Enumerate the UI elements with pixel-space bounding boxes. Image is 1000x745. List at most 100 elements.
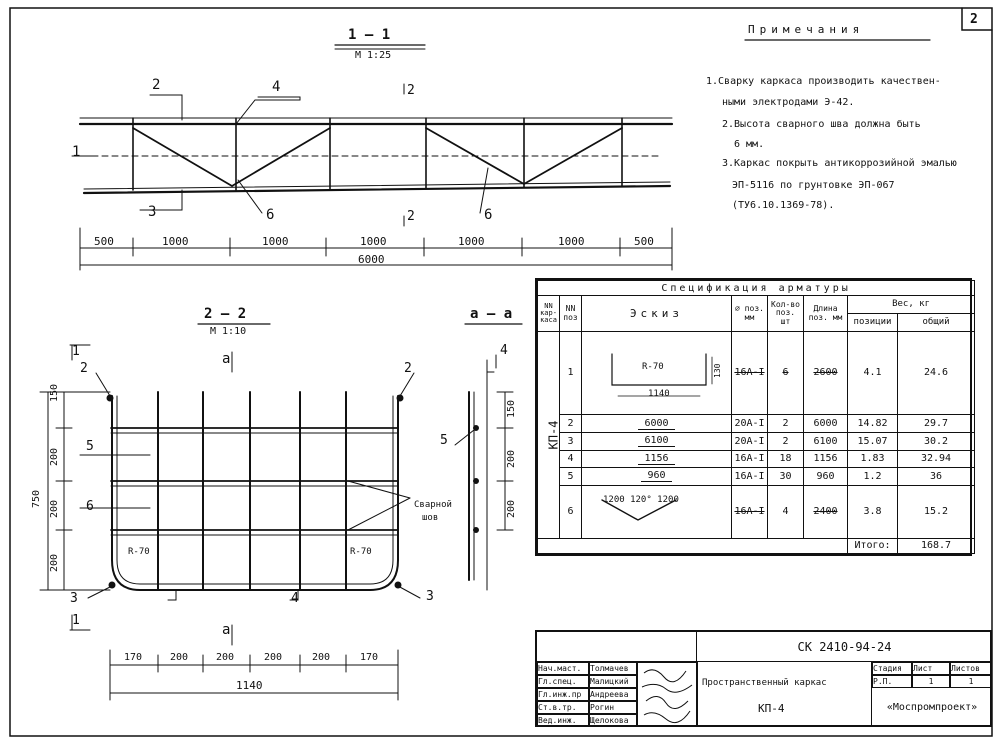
spec-pos: 1 — [559, 330, 582, 416]
note-line-1: ными электродами Э-42. — [722, 97, 855, 108]
section11-dim-4: 1000 — [458, 235, 485, 248]
section22-callout-3-left: 3 — [70, 591, 78, 606]
section11-mark-bottom: 2 — [407, 209, 415, 224]
sectionaa-callout-5: 5 — [440, 433, 448, 448]
section22-hdim-3: 200 — [264, 652, 283, 663]
spec-sketch-cell: 960 — [581, 467, 732, 486]
spec-sketch-cell — [581, 484, 732, 539]
spec-wpos: 15.07 — [847, 431, 898, 451]
section22-radius-left: R-70 — [128, 547, 150, 557]
spec-wtot: 29.7 — [896, 414, 976, 433]
section11-callout-4: 4 — [272, 79, 281, 95]
sectionaa-vdim-1: 200 — [506, 449, 517, 468]
spec-qty: 30 — [767, 467, 804, 486]
spec-h-pos: NN поз — [559, 295, 582, 332]
section11-callout-6b: 6 — [484, 207, 493, 223]
spec-wtot: 24.6 — [896, 330, 976, 416]
spec-sketch-cell: 6100 — [581, 431, 732, 451]
section11-title: 1 – 1 — [348, 27, 391, 43]
spec-h-dia: ⌀ поз. мм — [731, 295, 768, 332]
note-line-4: 3.Каркас покрыть антикоррозийной эмалью — [722, 158, 957, 169]
spec-dia: 16А-I — [731, 484, 768, 539]
section22-hdim-1: 200 — [170, 652, 189, 663]
spec-dia: 20А-I — [731, 414, 768, 433]
spec-dia: 16А-I — [731, 449, 768, 469]
spec-sketch-pos6-label: 1200 120° 1200 — [603, 495, 679, 505]
spec-qty: 2 — [767, 414, 804, 433]
section22-hdim-4: 200 — [312, 652, 331, 663]
spec-h-qty: Кол-во поз. шт — [767, 295, 804, 332]
staff-role: Гл.спец. — [537, 675, 589, 688]
section22-callout-1-top: 1 — [72, 344, 80, 359]
section22-callout-4: 4 — [291, 591, 299, 606]
spec-total-value: 168.7 — [896, 537, 976, 555]
sheet-border — [9, 7, 993, 737]
spec-sketch-cell — [581, 330, 732, 416]
spec-frame-id: КП-4 — [537, 330, 560, 539]
product-name: Пространственный каркас — [702, 678, 827, 688]
spec-h-len: Длина поз. мм — [803, 295, 848, 332]
sectionaa-title: а – а — [470, 306, 513, 322]
title-block: СК 2410-94-24 Нач.маст. Толмачев Гл.спец… — [535, 630, 992, 727]
staff-role: Нач.маст. — [537, 662, 589, 675]
note-line-3: 6 мм. — [734, 139, 765, 150]
section11-callout-2: 2 — [152, 77, 161, 93]
section22-marker-a-top: а — [222, 351, 231, 367]
spec-qty: 2 — [767, 431, 804, 451]
staff-name: Рогин — [589, 701, 637, 714]
section22-callout-3-right: 3 — [426, 589, 434, 604]
section11-dim-3: 1000 — [360, 235, 387, 248]
staff-name: Щелокова — [589, 714, 637, 727]
section11-geometry — [78, 117, 674, 195]
staff-role: Вед.инж. — [537, 714, 589, 727]
note-line-0: 1.Сварку каркаса производить качествен- — [706, 76, 941, 87]
section22-title: 2 – 2 — [204, 306, 247, 322]
spec-h-frame: NN кар-каса — [537, 295, 560, 332]
signature-scribbles — [641, 669, 693, 724]
stage-value: Р.П. — [872, 675, 912, 688]
spec-sketch-pos1-height: 130 — [713, 363, 722, 378]
sheet-value: 1 — [912, 675, 950, 688]
stage-label: Стадия — [872, 662, 912, 675]
section11-callout-1: 1 — [72, 144, 81, 160]
staff-name: Малицкий — [589, 675, 637, 688]
section22-callout-5: 5 — [86, 439, 94, 454]
section22-hdim-0: 170 — [124, 652, 143, 663]
staff-name: Толмачев — [589, 662, 637, 675]
spec-sketch-pos1-radius: R-70 — [642, 362, 664, 372]
spec-row-4: 4 1156 16А-I 18 1156 1.83 32.94 — [538, 449, 976, 469]
spec-h-weight: Вес, кг — [846, 295, 976, 315]
spec-len: 1156 — [803, 449, 848, 469]
section11-callout-6a: 6 — [266, 207, 275, 223]
section22-vdim-1: 200 — [49, 447, 60, 466]
spec-wtot: 15.2 — [896, 484, 976, 539]
section11-dim-1: 1000 — [162, 235, 189, 248]
section11-mark-top: 2 — [407, 83, 415, 98]
note-line-2: 2.Высота сварного шва должна быть — [722, 119, 921, 130]
section22-vdim-0: 150 — [49, 383, 60, 402]
signatures — [637, 662, 697, 727]
title-code: СК 2410-94-24 — [697, 632, 992, 662]
spec-row-5: 5 960 16А-I 30 960 1.2 36 — [538, 467, 976, 486]
spec-wpos: 1.83 — [847, 449, 898, 469]
spec-sketch-bar: 6000 — [638, 418, 675, 430]
spec-pos: 5 — [559, 467, 582, 486]
spec-wtot: 30.2 — [896, 431, 976, 451]
section11-dim-0: 500 — [94, 235, 114, 248]
sheet-label: Лист — [912, 662, 950, 675]
spec-h-wpos: позиции — [847, 313, 898, 332]
spec-sketch-bar: 1156 — [638, 453, 675, 465]
spec-sketch-bar: 960 — [641, 470, 672, 483]
spec-pos: 3 — [559, 431, 582, 451]
section22-hdim-5: 170 — [360, 652, 379, 663]
spec-row-1: КП-4 1 16А-I 6 2600 4.1 24.6 — [537, 330, 976, 539]
spec-qty: 18 — [767, 449, 804, 469]
staff-name: Андреева — [589, 688, 637, 701]
spec-wtot: 36 — [896, 467, 976, 486]
sheet-number-box — [961, 7, 993, 31]
spec-row-2: 2 6000 20А-I 2 6000 14.82 29.7 — [538, 414, 976, 433]
spec-caption: Спецификация арматуры — [536, 279, 976, 297]
sectionaa-geometry — [454, 354, 514, 591]
section22-callout-1-bottom: 1 — [72, 613, 80, 628]
